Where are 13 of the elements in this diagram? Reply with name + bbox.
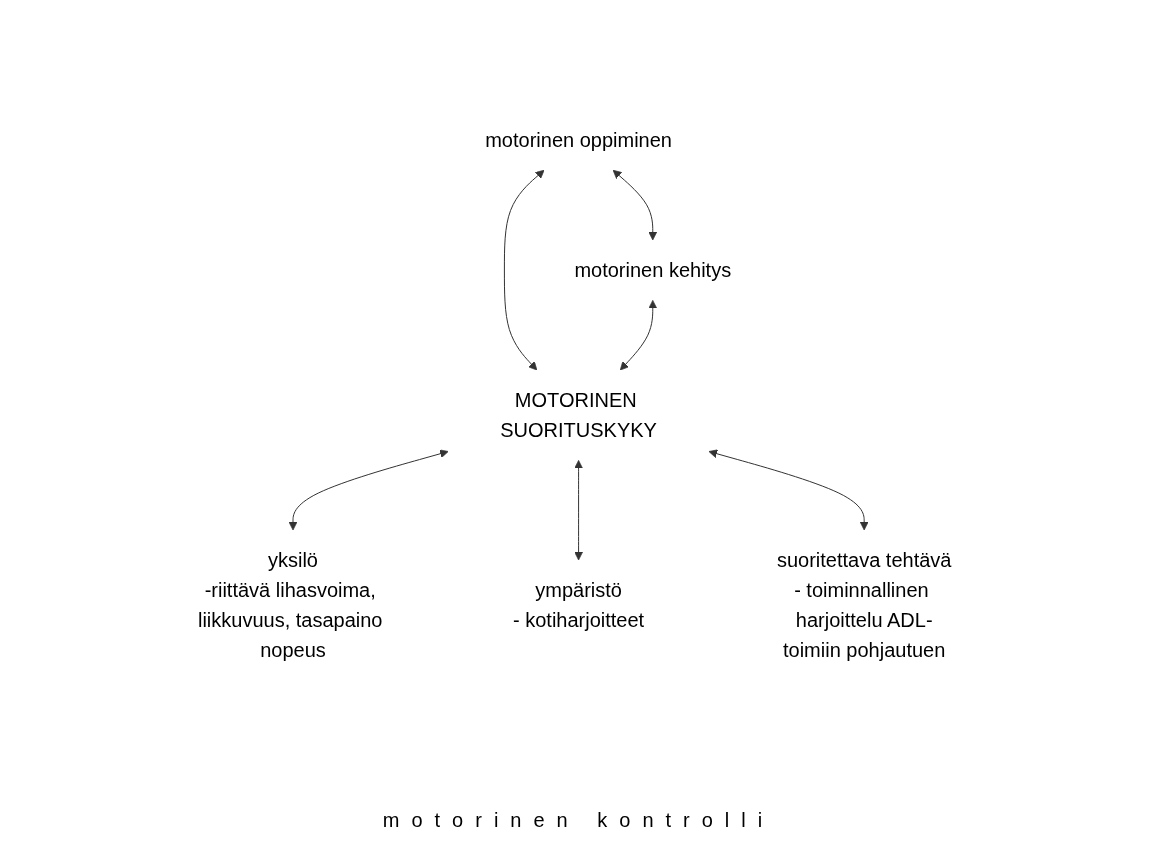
arrow xyxy=(288,449,449,531)
arrow xyxy=(619,300,658,371)
node-text: motorinen kehitys xyxy=(574,259,732,281)
arrow xyxy=(503,169,545,371)
node-text: ympäristö - kotiharjoitteet xyxy=(512,579,645,631)
node-text: suoritettava tehtävä - toiminnallinen harjoittelu ADL-toimiin pohjautuen xyxy=(776,549,952,661)
arrow xyxy=(612,169,658,241)
arrow xyxy=(708,449,869,531)
note-text: motorinen kontrolli xyxy=(382,809,775,831)
node-text: yksilö -riittävä lihasvoima, liikkuvuus, tasapaino nopeus xyxy=(197,549,383,661)
arrow xyxy=(574,460,583,561)
node-text: motorinen oppiminen xyxy=(485,129,672,151)
node-text: MOTORINEN SUORITUSKYKY xyxy=(500,389,657,441)
